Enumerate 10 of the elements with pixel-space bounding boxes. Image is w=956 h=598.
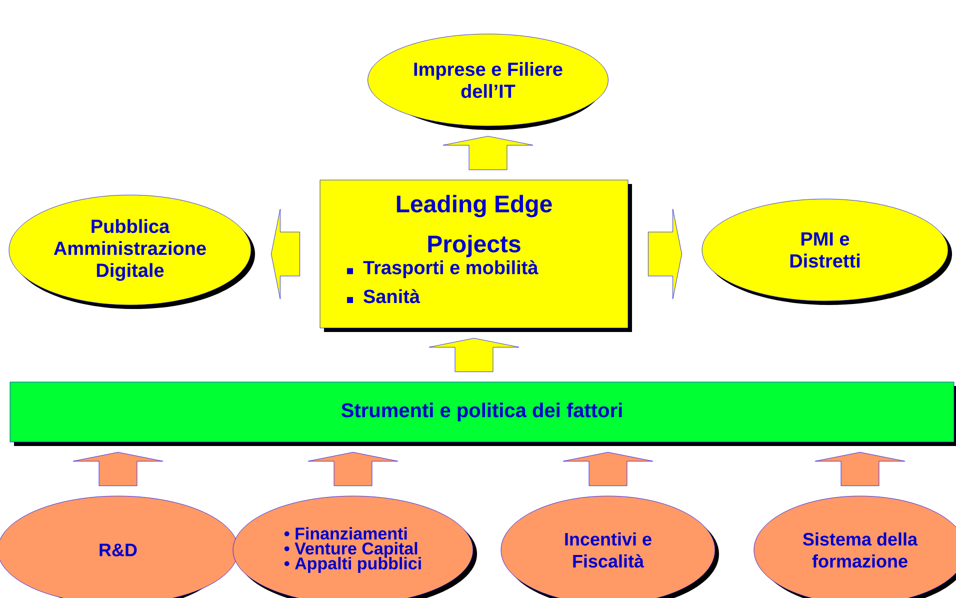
block-arrow bbox=[648, 208, 682, 300]
block-arrow bbox=[442, 136, 534, 170]
block-arrow bbox=[308, 452, 398, 486]
block-arrow bbox=[428, 338, 520, 372]
banner-bar: Strumenti e politica dei fattori bbox=[10, 382, 956, 446]
block-arrow bbox=[562, 452, 654, 486]
block-arrow bbox=[72, 452, 164, 486]
block-arrow bbox=[814, 452, 906, 486]
block-arrow bbox=[271, 208, 300, 300]
process-box: Leading Edge Projects Trasporti e mobilità Sanità bbox=[320, 180, 632, 332]
